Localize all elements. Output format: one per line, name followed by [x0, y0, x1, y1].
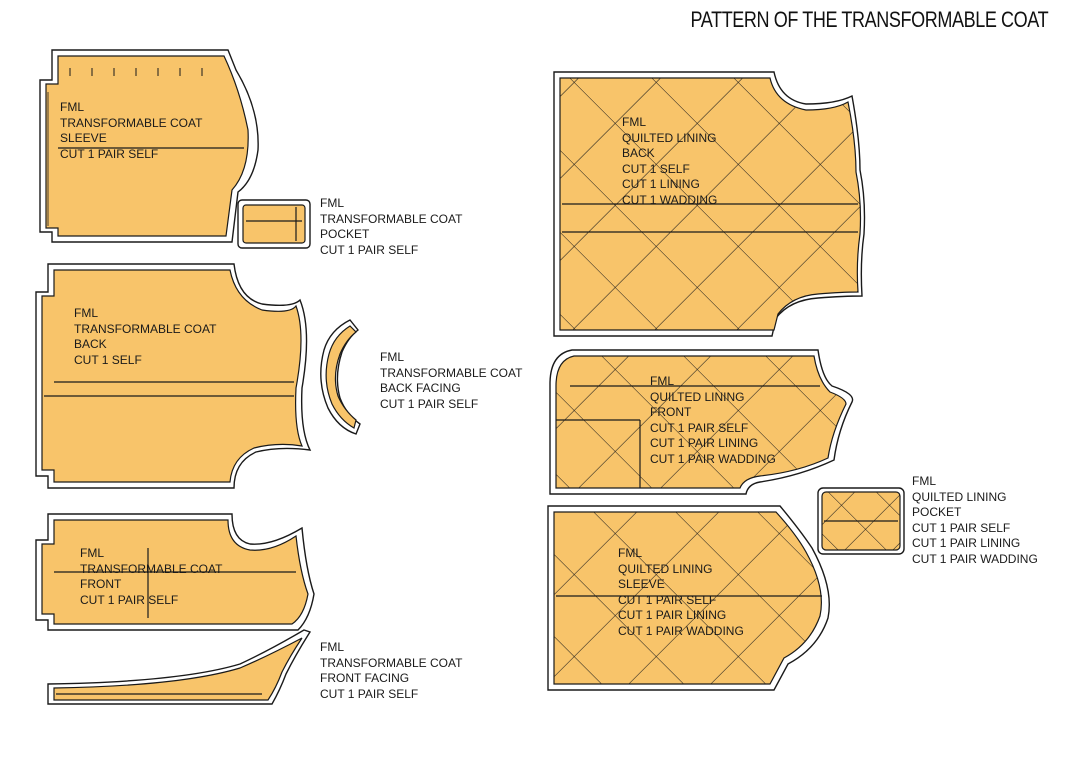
label-line: TRANSFORMABLE COAT — [320, 211, 463, 226]
label-line: QUILTED LINING — [650, 389, 745, 404]
label-line: CUT 1 PAIR WADDING — [618, 623, 744, 638]
label-line: CUT 1 LINING — [622, 177, 700, 191]
label-line: FML — [650, 374, 674, 388]
label-line: CUT 1 PAIR SELF — [912, 520, 1011, 535]
piece-pocket — [237, 199, 311, 249]
label-line: CUT 1 PAIR LINING — [650, 436, 759, 450]
label-line: SLEEVE — [618, 577, 665, 591]
label-front-facing: FML TRANSFORMABLE COAT FRONT FACING CUT … — [320, 640, 462, 702]
label-lining-front: FML QUILTED LINING FRONT CUT 1 PAIR SELF… — [650, 374, 776, 467]
page-title: PATTERN OF THE TRANSFORMABLE COAT — [690, 7, 1048, 32]
label-line: FML — [380, 350, 404, 364]
label-lining-pocket: FML QUILTED LINING POCKET CUT 1 PAIR SEL… — [912, 474, 1038, 567]
piece-lining-pocket — [817, 487, 905, 555]
label-line: FRONT FACING — [320, 671, 410, 685]
label-lining-back: FML QUILTED LINING BACK CUT 1 SELF CUT 1… — [622, 115, 717, 208]
label-line: FML — [622, 115, 646, 129]
label-line: FRONT — [650, 405, 692, 419]
label-line: FML — [60, 100, 84, 114]
label-line: SLEEVE — [60, 131, 107, 145]
label-line: BACK — [74, 337, 107, 351]
piece-lining-back — [553, 71, 866, 337]
label-line: CUT 1 PAIR LINING — [912, 536, 1021, 550]
piece-back — [35, 263, 312, 489]
label-lining-sleeve: FML QUILTED LINING SLEEVE CUT 1 PAIR SEL… — [618, 546, 744, 639]
label-line: FML — [80, 546, 104, 560]
piece-lining-front — [549, 349, 854, 495]
label-line: BACK FACING — [380, 381, 461, 395]
piece-front-facing — [47, 629, 312, 705]
label-line: CUT 1 PAIR WADDING — [650, 451, 776, 466]
label-sleeve: FML TRANSFORMABLE COAT SLEEVE CUT 1 PAIR… — [60, 100, 202, 162]
piece-lining-sleeve — [547, 505, 830, 691]
label-line: TRANSFORMABLE COAT — [74, 321, 217, 336]
label-line: TRANSFORMABLE COAT — [380, 365, 523, 380]
label-line: TRANSFORMABLE COAT — [80, 561, 223, 576]
label-line: CUT 1 PAIR LINING — [618, 608, 727, 622]
label-line: POCKET — [912, 505, 962, 519]
label-line: FRONT — [80, 577, 122, 591]
label-line: CUT 1 PAIR SELF — [320, 242, 419, 257]
label-line: TRANSFORMABLE COAT — [320, 655, 463, 670]
label-line: POCKET — [320, 227, 370, 241]
label-back-facing: FML TRANSFORMABLE COAT BACK FACING CUT 1… — [380, 350, 522, 412]
label-line: QUILTED LINING — [912, 489, 1007, 504]
label-line: QUILTED LINING — [622, 130, 717, 145]
label-line: FML — [74, 306, 98, 320]
label-line: CUT 1 PAIR SELF — [80, 592, 179, 607]
label-line: CUT 1 PAIR WADDING — [912, 551, 1038, 566]
label-back: FML TRANSFORMABLE COAT BACK CUT 1 SELF — [74, 306, 216, 368]
label-line: FML — [320, 196, 344, 210]
piece-back-facing — [320, 319, 361, 435]
label-line: CUT 1 WADDING — [622, 192, 718, 207]
label-line: QUILTED LINING — [618, 561, 713, 576]
label-line: FML — [618, 546, 642, 560]
label-line: CUT 1 SELF — [74, 352, 142, 367]
label-line: CUT 1 PAIR SELF — [380, 396, 479, 411]
label-line: TRANSFORMABLE COAT — [60, 115, 203, 130]
label-line: CUT 1 PAIR SELF — [320, 686, 419, 701]
label-front: FML TRANSFORMABLE COAT FRONT CUT 1 PAIR … — [80, 546, 222, 608]
piece-sleeve — [39, 49, 259, 243]
label-line: CUT 1 PAIR SELF — [60, 146, 159, 161]
label-line: BACK — [622, 146, 655, 160]
label-line: CUT 1 SELF — [622, 161, 690, 176]
label-line: FML — [912, 474, 936, 488]
piece-front — [35, 513, 315, 631]
label-line: CUT 1 PAIR SELF — [650, 420, 749, 435]
label-line: CUT 1 PAIR SELF — [618, 592, 717, 607]
label-line: FML — [320, 640, 344, 654]
label-pocket: FML TRANSFORMABLE COAT POCKET CUT 1 PAIR… — [320, 196, 462, 258]
